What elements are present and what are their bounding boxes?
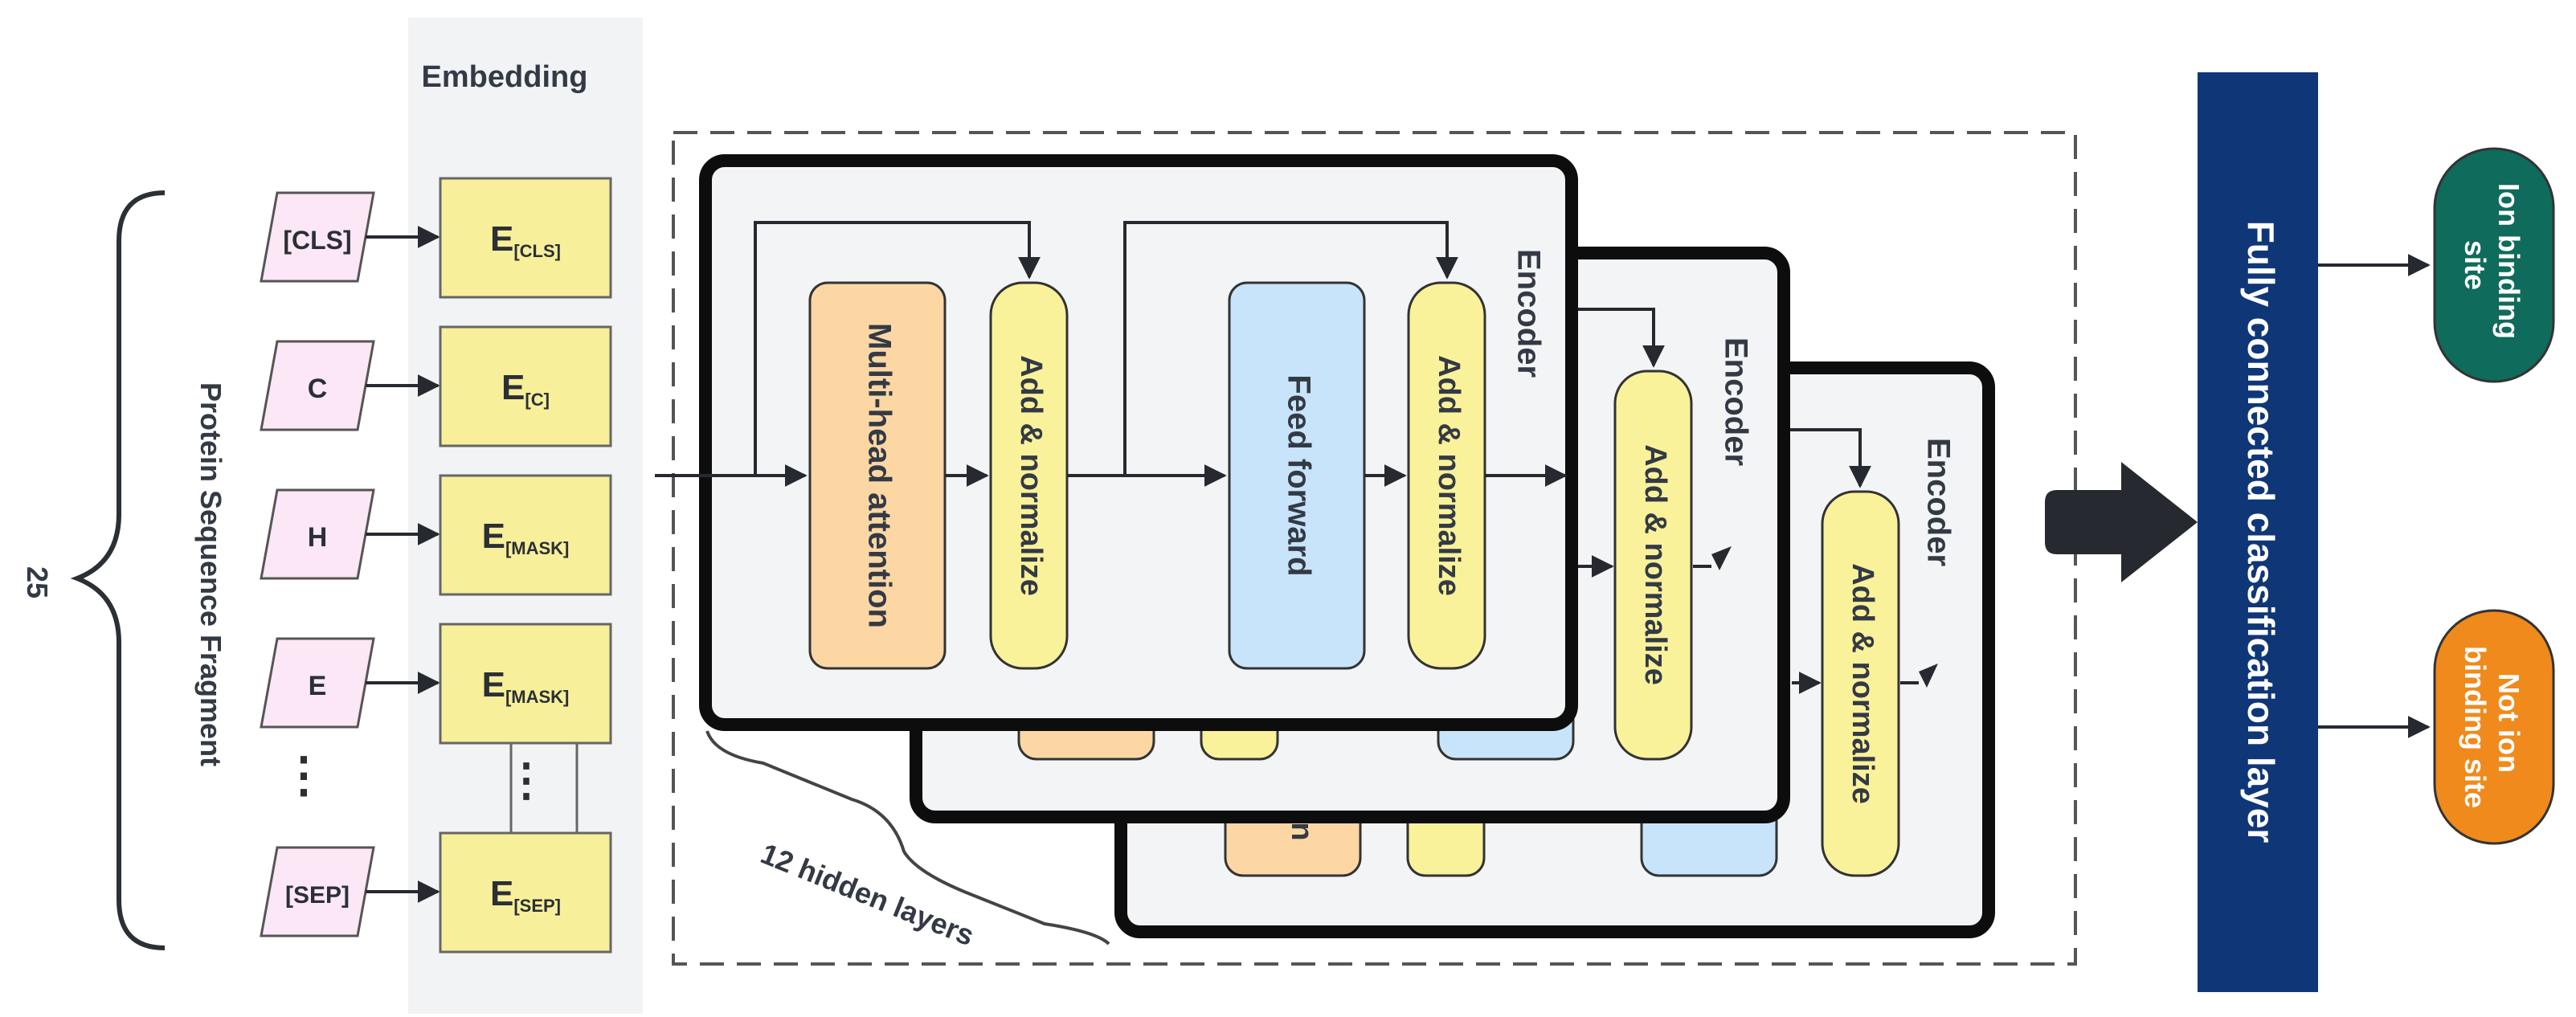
encoder-2-residual-arrow xyxy=(1573,308,1665,368)
token-c xyxy=(260,340,375,431)
embedding-sep-label: E[SEP] xyxy=(490,874,561,916)
token-h xyxy=(260,488,375,580)
token-c-label: C xyxy=(308,374,328,404)
token-e-label: E xyxy=(309,671,327,701)
encoder-3-residual-arrow xyxy=(1776,428,1871,488)
encoder-1-flow-arrows xyxy=(655,221,1568,487)
feed-forward-label: Feed forward xyxy=(1281,374,1316,576)
fully-connected-label: Fully connected classification layer xyxy=(2240,221,2282,843)
embedding-cls-label: E[CLS] xyxy=(490,219,561,261)
encoder-3-addnorm-label: Add & normalize xyxy=(1846,563,1879,804)
embedding-cls xyxy=(439,177,612,299)
fragment-brace xyxy=(70,190,166,950)
token-cls xyxy=(260,191,375,283)
embedding-column: E[CLS] E[C] E[MASK] E[MASK] ⋮ E[SEP] xyxy=(439,177,612,954)
token-e xyxy=(260,637,375,729)
multi-head-attention-label: Multi-head attention xyxy=(861,323,897,628)
encoder-2-addnorm-label: Add & normalize xyxy=(1638,444,1672,685)
not-ion-binding-site-output xyxy=(2433,609,2555,845)
add-normalize-label-1: Add & normalize xyxy=(1014,355,1048,596)
encoder-3-output-arrowhead xyxy=(1919,664,1938,688)
encoder-1-title: Encoder xyxy=(1511,249,1546,378)
embedding-mask-1 xyxy=(439,474,612,596)
token-column: [CLS] C H E ⋮ [SEP] xyxy=(260,191,375,937)
embedding-mask-2 xyxy=(439,623,612,745)
hidden-layers-brace xyxy=(705,730,1110,946)
embedding-mask-2-label: E[MASK] xyxy=(482,665,570,707)
token-h-label: H xyxy=(308,522,328,553)
embedding-title: Embedding xyxy=(422,60,588,94)
encoder-3-title: Encoder xyxy=(1920,438,1956,566)
encoder-2-title: Encoder xyxy=(1718,337,1753,466)
not-ion-binding-site-label: Not ion binding site xyxy=(2459,646,2525,808)
encoder-card-1: Multi-head attention Add & normalize Fee… xyxy=(655,154,1578,731)
encoder-3-attention-fragment: n xyxy=(1285,822,1319,840)
fully-connected-layer xyxy=(2198,72,2318,992)
embedding-ellipsis: ⋮ xyxy=(504,754,549,805)
add-normalize-label-2: Add & normalize xyxy=(1432,355,1466,596)
embedding-c xyxy=(439,325,612,447)
token-ellipsis: ⋮ xyxy=(280,748,328,802)
token-cls-label: [CLS] xyxy=(283,226,351,255)
protein-sequence-fragment-label: Protein Sequence Fragment xyxy=(194,382,227,766)
encoder-3-addnorm xyxy=(1821,490,1900,877)
embedding-sep xyxy=(439,831,612,954)
token-sep xyxy=(260,846,375,937)
ion-binding-site-label: Ion binding site xyxy=(2459,183,2525,347)
embedding-c-label: E[C] xyxy=(501,368,550,410)
encoder-2-output-arrowhead xyxy=(1711,546,1732,570)
hidden-layers-label: 12 hidden layers xyxy=(756,837,979,953)
encoder-2-addnorm xyxy=(1613,370,1693,761)
big-arrow-to-fc xyxy=(2045,462,2198,582)
token-embedding-arrows xyxy=(366,226,440,903)
token-sep-label: [SEP] xyxy=(285,882,350,909)
ion-binding-site-output xyxy=(2433,147,2555,383)
embedding-mask-1-label: E[MASK] xyxy=(482,517,570,558)
brace-count: 25 xyxy=(21,566,54,598)
